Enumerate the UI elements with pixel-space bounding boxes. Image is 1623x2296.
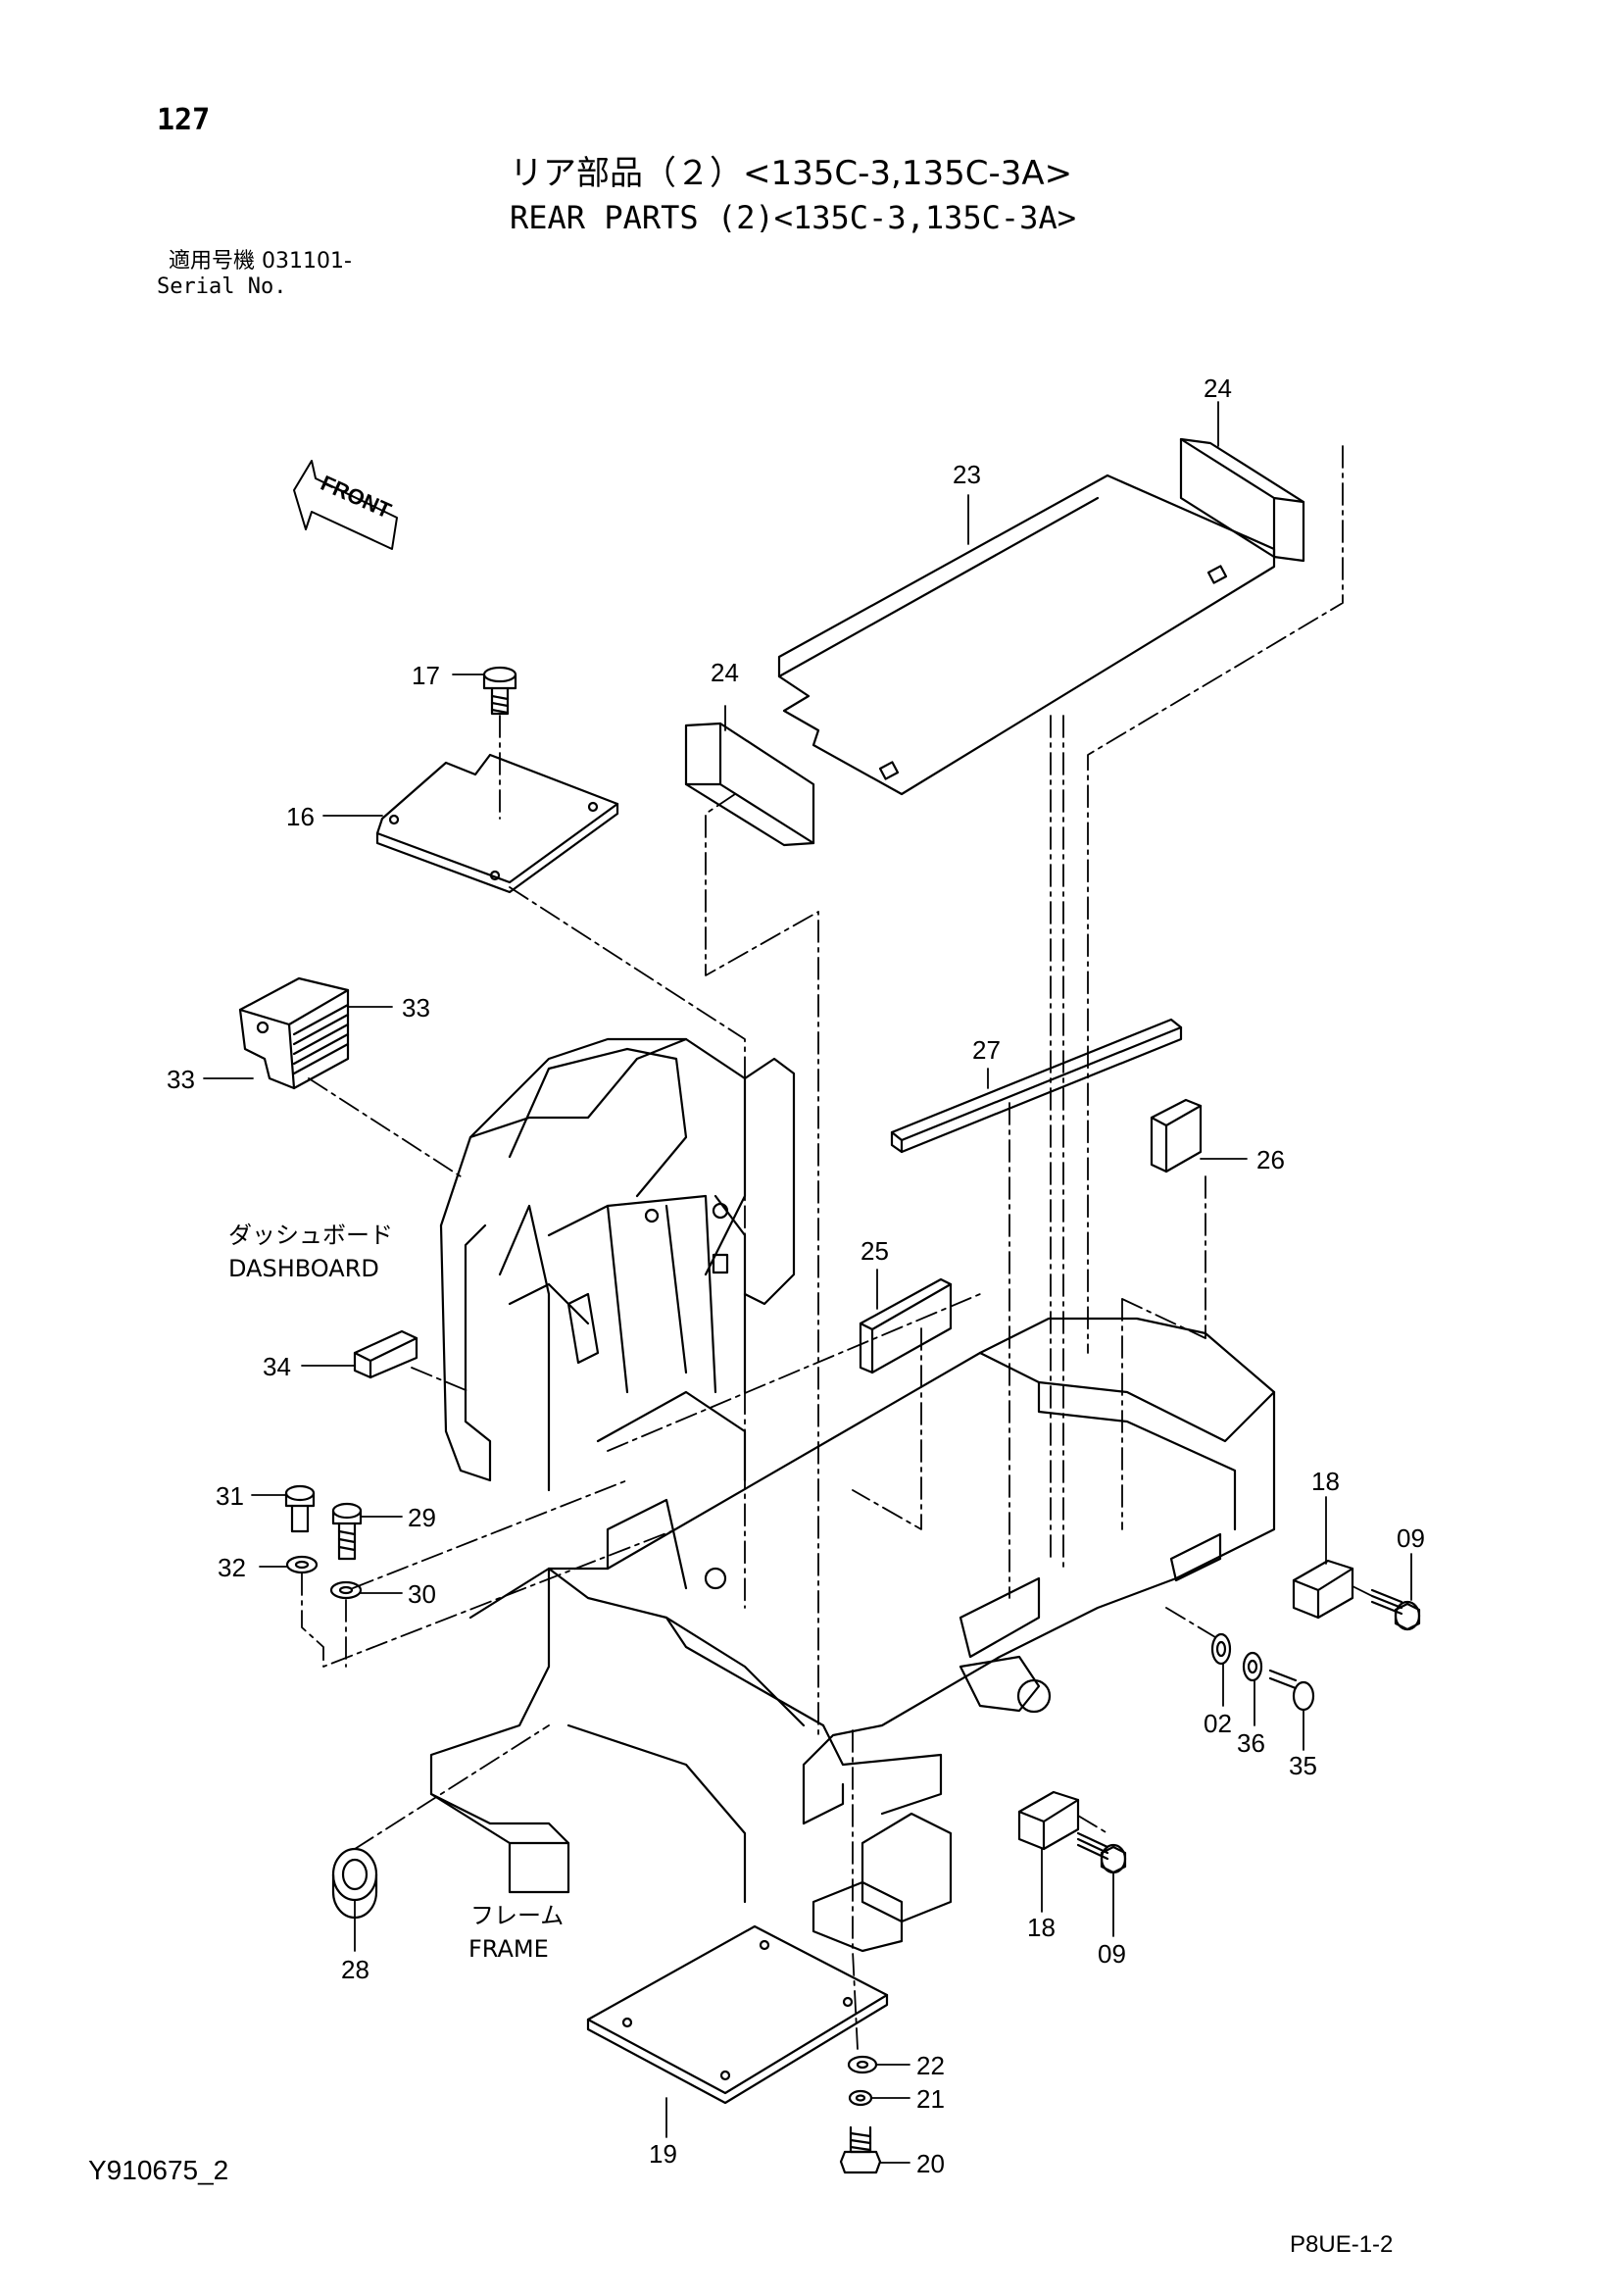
callout-09-upper: 09 [1397,1523,1425,1553]
callout-33-right: 33 [402,993,430,1023]
drawing-id: Y910675_2 [88,2155,229,2185]
callout-32: 32 [218,1553,246,1582]
dashboard-label-japanese: ダッシュボード [228,1222,393,1249]
dashboard-label-english: DASHBOARD [228,1255,379,1282]
callout-19: 19 [649,2139,677,2169]
part-33-rubber-block [238,976,350,1090]
callout-35: 35 [1289,1751,1317,1780]
page-title-japanese: リア部品（２）<135C-3,135C-3A> [510,154,1073,193]
callout-29: 29 [408,1503,436,1532]
assembly-labels: ダッシュボード DASHBOARD フレーム FRAME [228,1222,564,1963]
callout-30: 30 [408,1579,436,1609]
callout-16: 16 [286,802,315,831]
frame-label-japanese: フレーム [470,1902,564,1929]
part-18-bracket-upper [1292,1559,1354,1620]
callout-23: 23 [953,460,981,489]
frame-assembly [429,1317,1276,1953]
part-23-floor-mat [777,474,1276,796]
page-title-english: REAR PARTS (2)<135C-3,135C-3A> [510,199,1076,236]
part-19-bottom-plate [586,1924,889,2105]
callout-31: 31 [216,1481,244,1511]
callout-numbers: 24 23 17 24 16 33 33 27 26 25 34 31 29 3… [167,374,1425,2178]
callout-22: 22 [916,2051,945,2080]
part-26-small-pad [1150,1098,1203,1173]
page-number: 127 [157,103,211,137]
part-31-bolt [284,1484,316,1533]
callout-20: 20 [916,2149,945,2178]
serial-range-japanese: 適用号機 031101- [169,249,352,274]
callout-25: 25 [861,1236,889,1266]
sheet-code: P8UE-1-2 [1290,2231,1394,2258]
part-20-bolt [839,2125,882,2174]
callout-24-upper: 24 [1204,374,1232,403]
part-09-bolt-upper [1370,1588,1421,1631]
serial-label-english: Serial No. [157,275,287,299]
part-02-washer [1210,1632,1232,1666]
part-16-cover-plate [375,753,619,894]
part-30-washer [329,1580,363,1600]
callout-09-lower: 09 [1098,1939,1126,1969]
callout-18-lower: 18 [1027,1913,1056,1942]
part-32-washer [285,1555,319,1574]
part-09-bolt-lower [1076,1831,1127,1874]
callout-18-upper: 18 [1311,1467,1340,1496]
callout-36: 36 [1237,1728,1265,1758]
part-27-long-strip [890,1018,1183,1154]
dashboard-assembly [439,1037,796,1492]
part-36-washer [1242,1651,1263,1682]
part-24-pad-upper [1179,437,1305,563]
frame-label-english: FRAME [468,1935,549,1963]
front-arrow-label: FRONT [318,471,396,524]
front-direction-arrow-icon: FRONT [293,460,398,550]
callout-21: 21 [916,2084,945,2114]
callout-17: 17 [412,661,440,690]
part-35-bolt [1268,1669,1315,1712]
part-21-lock-washer [848,2089,873,2107]
part-18-bracket-lower [1017,1790,1080,1851]
callout-34: 34 [263,1352,291,1381]
part-22-washer [847,2055,878,2074]
callout-leader-lines [203,401,1412,2164]
part-34-block [353,1329,418,1379]
part-29-bolt [331,1502,363,1561]
callout-26: 26 [1256,1145,1285,1174]
callout-02: 02 [1204,1709,1232,1738]
assembly-alignment-lines [301,445,1373,2050]
callout-33-left: 33 [167,1065,195,1094]
part-25-pad [859,1277,953,1374]
part-24-pad-lower [684,722,815,847]
callout-28: 28 [341,1955,369,1984]
part-17-bolt [482,666,517,716]
callout-27: 27 [972,1035,1001,1065]
callout-24-lower: 24 [711,658,739,687]
